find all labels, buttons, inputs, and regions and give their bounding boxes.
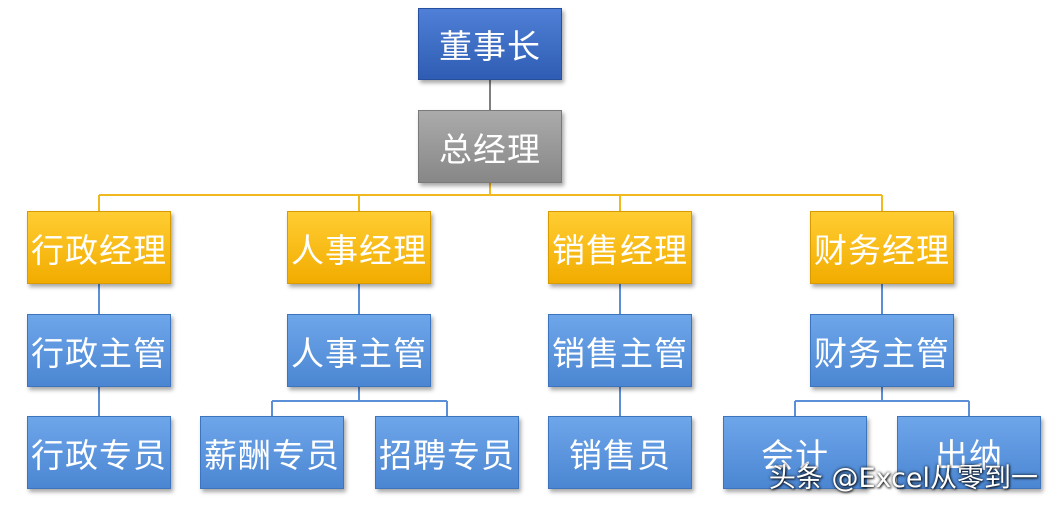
hr-manager-box: 人事经理 bbox=[287, 211, 431, 284]
finance-manager-box: 财务经理 bbox=[810, 211, 954, 284]
admin-supervisor-box: 行政主管 bbox=[27, 314, 171, 387]
hr-manager-label: 人事经理 bbox=[291, 230, 427, 270]
general-manager-label: 总经理 bbox=[439, 129, 541, 169]
sales-supervisor-box: 销售主管 bbox=[548, 314, 692, 387]
cashier-box: 出纳 bbox=[897, 416, 1041, 489]
finance-manager-label: 财务经理 bbox=[814, 230, 950, 270]
admin-manager-label: 行政经理 bbox=[31, 230, 167, 270]
recruiting-specialist-box: 招聘专员 bbox=[375, 416, 519, 489]
admin-supervisor-label: 行政主管 bbox=[31, 333, 167, 373]
sales-manager-label: 销售经理 bbox=[552, 230, 688, 270]
accountant-label: 会计 bbox=[761, 435, 829, 475]
admin-specialist-box: 行政专员 bbox=[27, 416, 171, 489]
accountant-box: 会计 bbox=[723, 416, 867, 489]
finance-supervisor-label: 财务主管 bbox=[814, 333, 950, 373]
payroll-specialist-label: 薪酬专员 bbox=[204, 435, 340, 475]
finance-supervisor-box: 财务主管 bbox=[810, 314, 954, 387]
salesperson-box: 销售员 bbox=[548, 416, 692, 489]
watermark-text: 头条 @Excel从零到一 bbox=[768, 463, 1038, 494]
chairman-box: 董事长 bbox=[418, 8, 562, 80]
sales-manager-box: 销售经理 bbox=[548, 211, 692, 284]
general-manager-box: 总经理 bbox=[418, 110, 562, 183]
chairman-label: 董事长 bbox=[439, 27, 541, 66]
admin-manager-box: 行政经理 bbox=[27, 211, 171, 284]
recruiting-specialist-label: 招聘专员 bbox=[379, 435, 515, 475]
hr-supervisor-label: 人事主管 bbox=[291, 333, 427, 373]
sales-supervisor-label: 销售主管 bbox=[552, 333, 688, 373]
admin-specialist-label: 行政专员 bbox=[31, 435, 167, 475]
payroll-specialist-box: 薪酬专员 bbox=[200, 416, 344, 489]
salesperson-label: 销售员 bbox=[569, 435, 671, 475]
hr-supervisor-box: 人事主管 bbox=[287, 314, 431, 387]
cashier-label: 出纳 bbox=[935, 435, 1003, 475]
